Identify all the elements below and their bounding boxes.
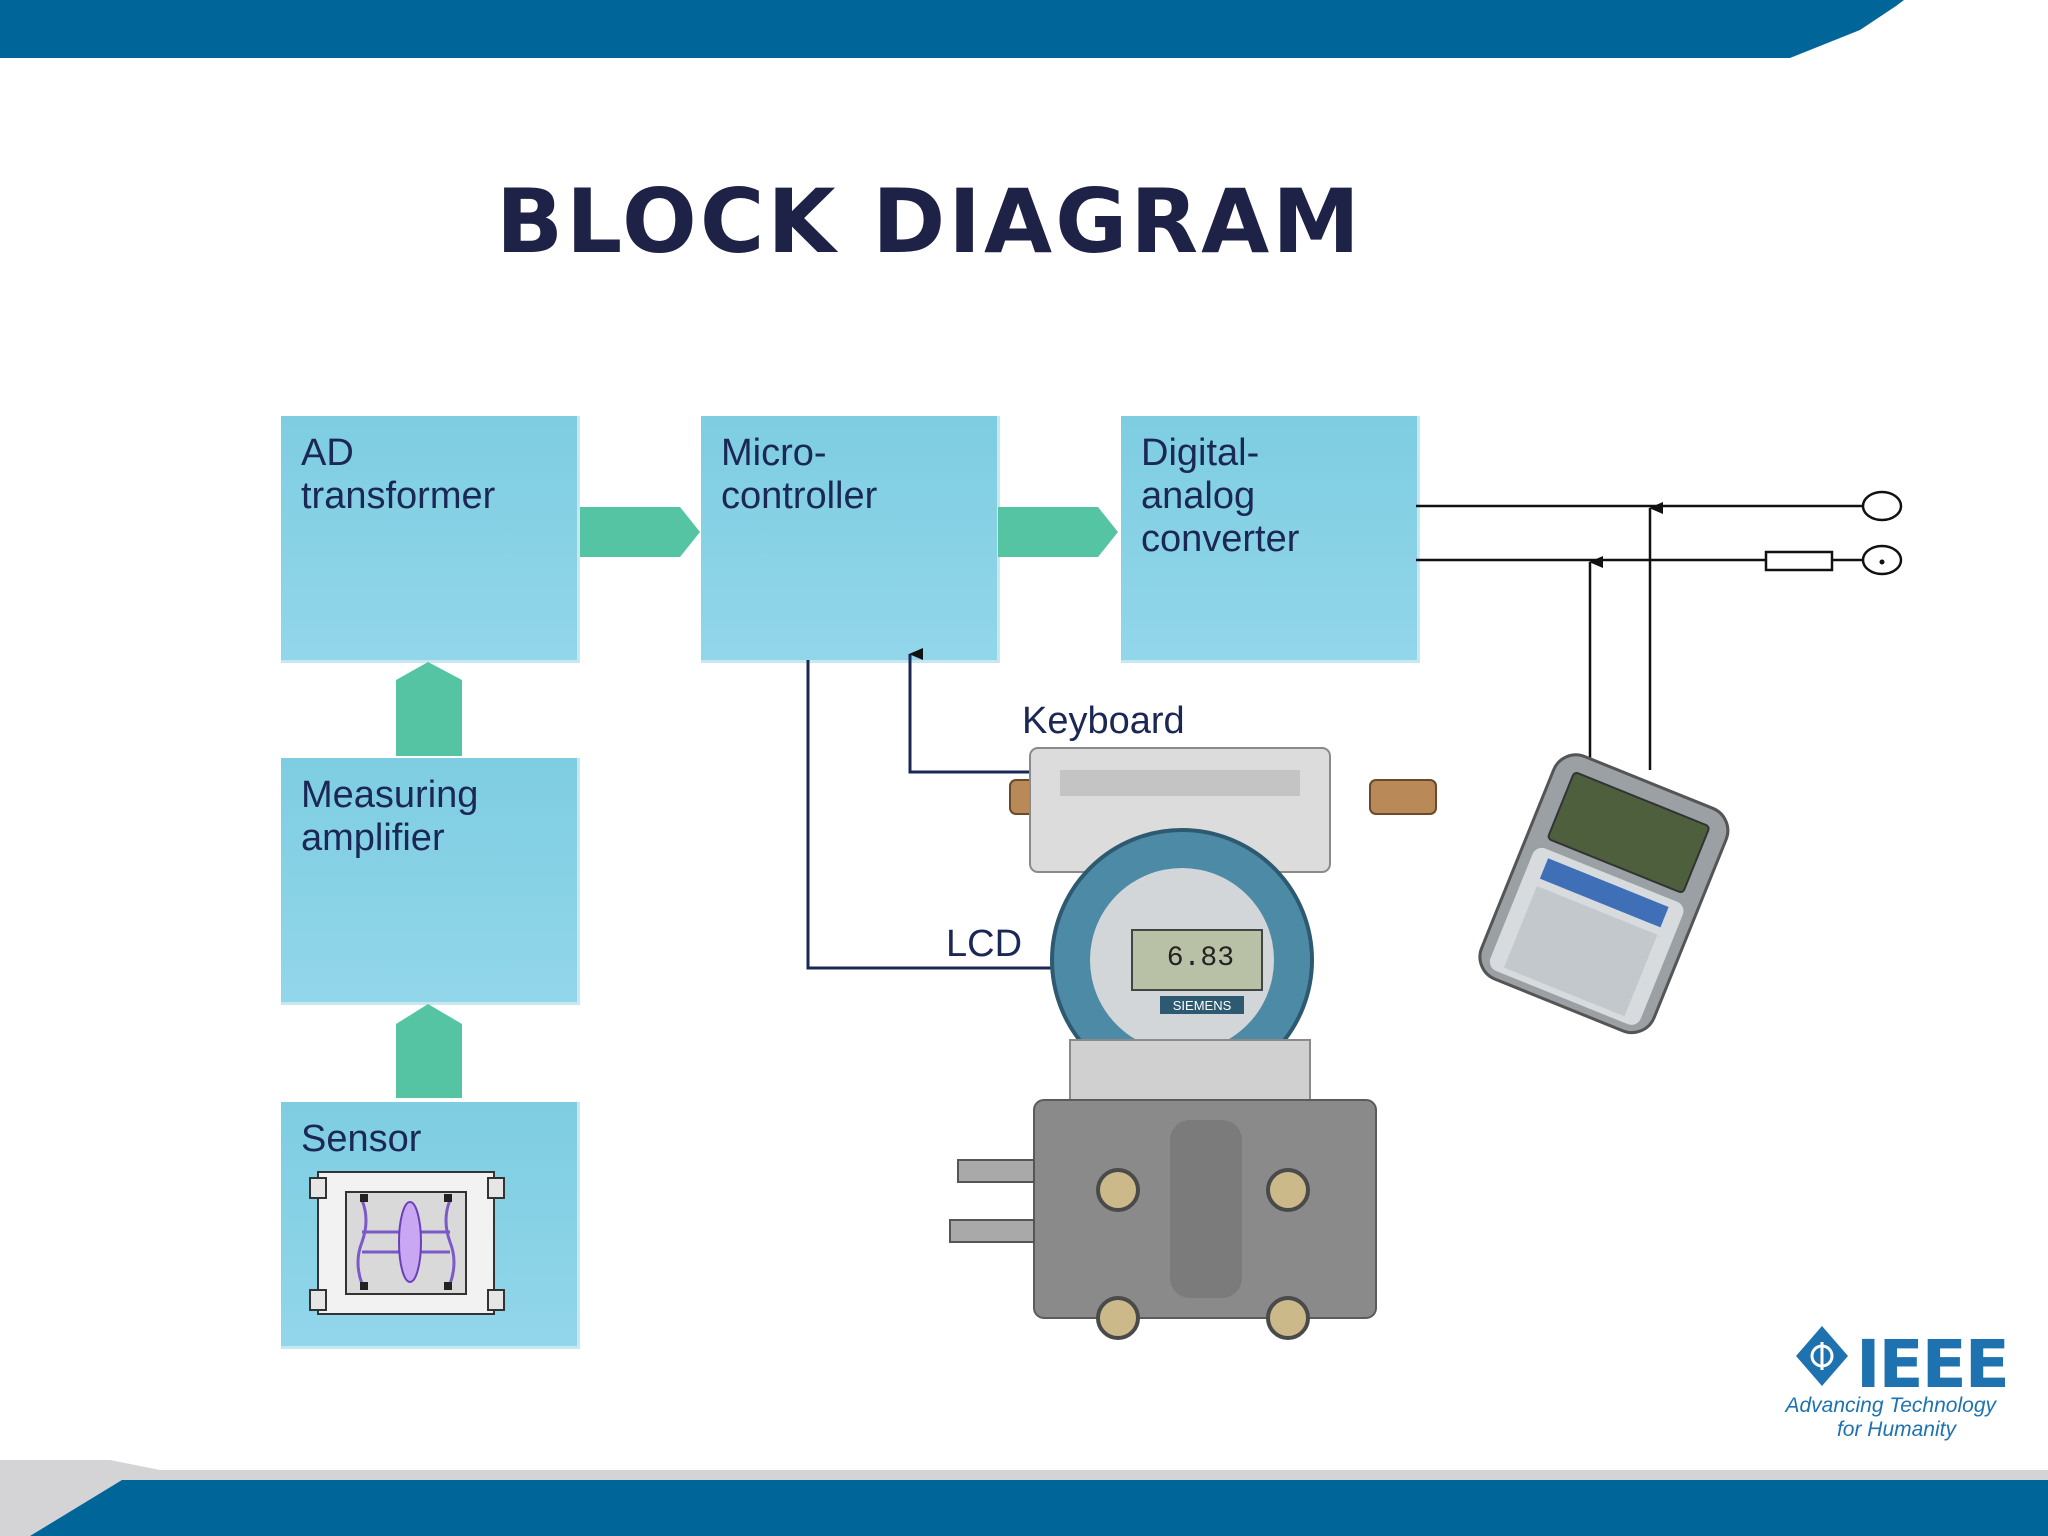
keyboard-label: Keyboard bbox=[1022, 700, 1185, 742]
keyboard-connector bbox=[908, 648, 1080, 774]
ieee-logo-word: IEEE bbox=[1856, 1326, 2010, 1403]
amplifier-block: Measuring amplifier bbox=[281, 758, 580, 1005]
ad-transformer-label: AD transformer bbox=[301, 432, 496, 517]
transmitter-brand: SIEMENS bbox=[1173, 998, 1232, 1013]
ieee-diamond-icon bbox=[1796, 1326, 1848, 1386]
slide-title: BLOCK DIAGRAM bbox=[496, 170, 1363, 273]
pressure-transmitter-image: 6.83 SIEMENS bbox=[949, 747, 1437, 1340]
top-banner bbox=[0, 0, 1904, 58]
microcontroller-label: Micro- controller bbox=[721, 432, 878, 517]
arrow-ad-to-mcu bbox=[580, 507, 700, 557]
lcd-connector bbox=[806, 660, 1099, 973]
sensor-cell-icon bbox=[309, 1171, 505, 1315]
handheld-communicator-image bbox=[1478, 753, 1730, 1035]
output-wiring bbox=[1416, 490, 1903, 770]
ad-transformer-block: AD transformer bbox=[281, 416, 580, 663]
terminal-positive-icon bbox=[1861, 490, 1903, 522]
bottom-banner bbox=[30, 1480, 2048, 1536]
arrow-mcu-to-dac bbox=[998, 507, 1118, 557]
lcd-label: LCD bbox=[946, 923, 1023, 965]
load-resistor-icon bbox=[1764, 550, 1834, 572]
ieee-tagline-1: Advancing Technology bbox=[1785, 1394, 1996, 1417]
sensor-label: Sensor bbox=[301, 1118, 422, 1160]
arrow-amp-to-ad bbox=[396, 662, 462, 756]
dac-block: Digital- analog converter bbox=[1121, 416, 1420, 663]
lcd-reading: 6.83 bbox=[1167, 943, 1234, 974]
dac-label: Digital- analog converter bbox=[1141, 432, 1300, 560]
ieee-tagline-2: for Humanity bbox=[1836, 1418, 1956, 1441]
arrow-sensor-to-amp bbox=[396, 1004, 462, 1098]
amplifier-label: Measuring amplifier bbox=[301, 774, 479, 859]
microcontroller-block: Micro- controller bbox=[701, 416, 1000, 663]
